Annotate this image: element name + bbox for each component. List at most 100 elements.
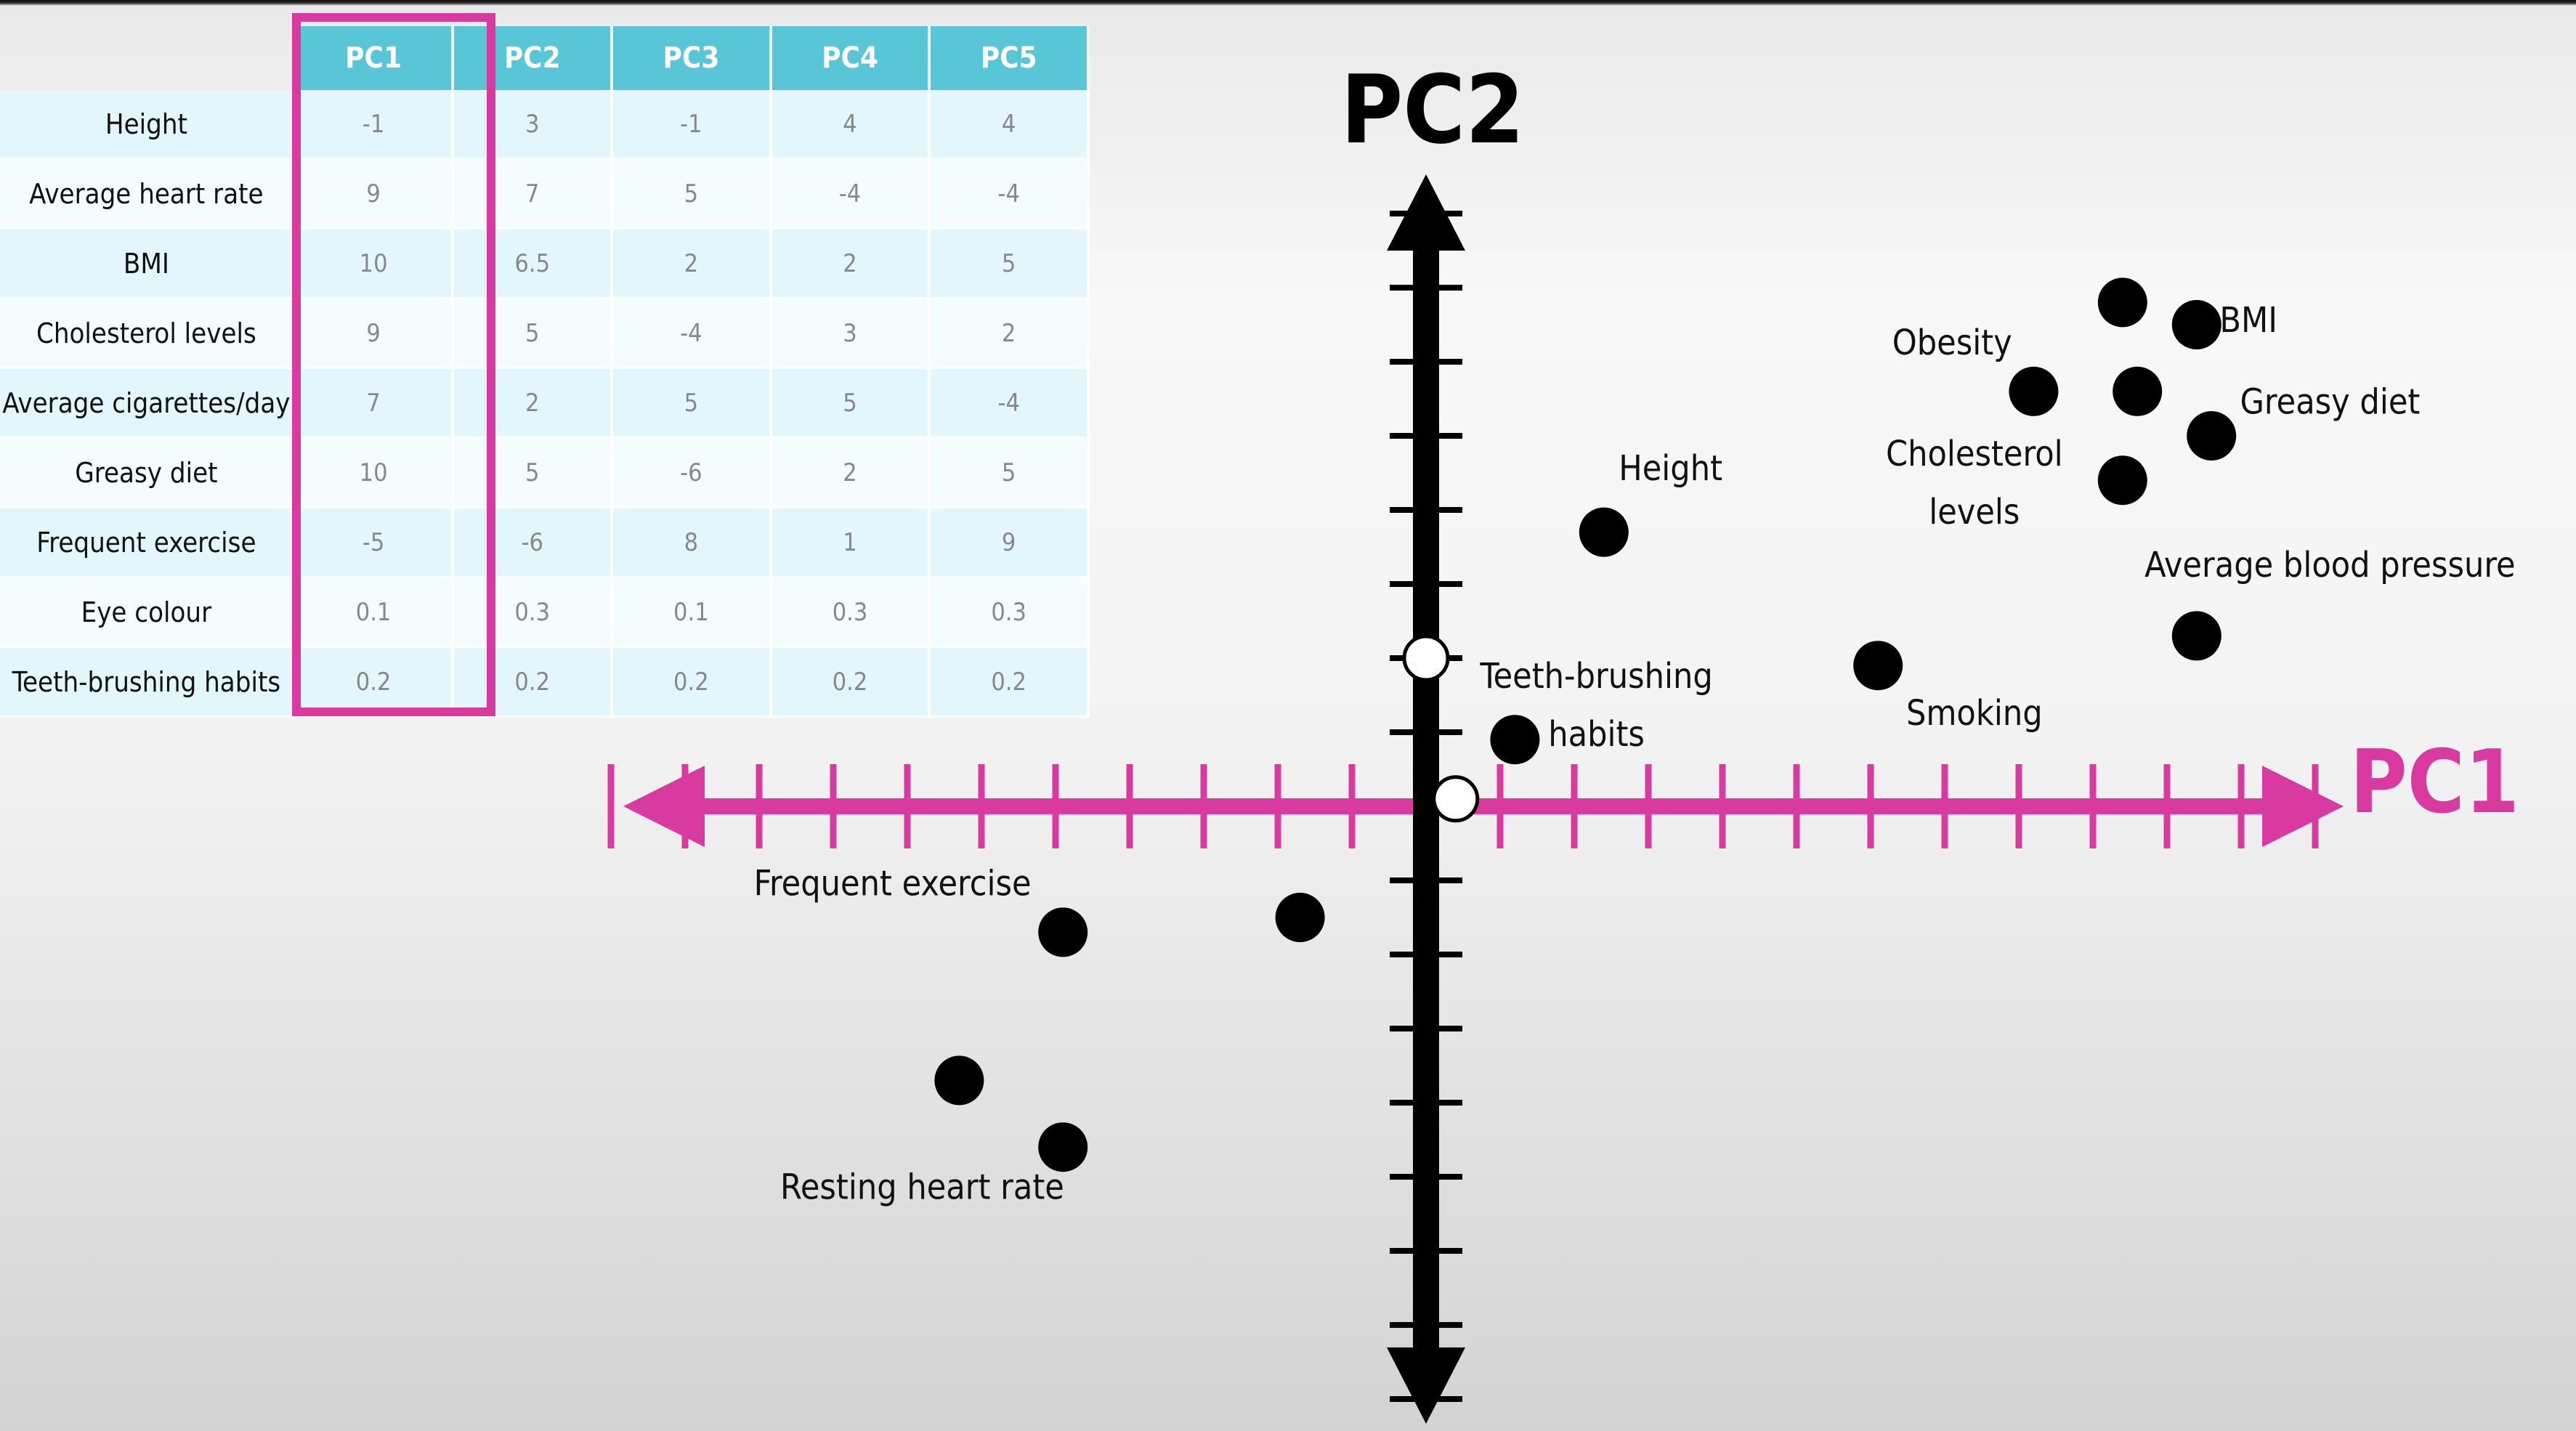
data-point <box>1490 715 1540 765</box>
table-cell: -4 <box>931 160 1090 230</box>
data-points <box>934 277 2237 1172</box>
data-point <box>1038 907 1088 957</box>
table-row: Height -1 3 -1 4 4 <box>0 90 1090 160</box>
point-label-line: Cholesterol <box>1886 434 2063 474</box>
data-point <box>934 1055 984 1106</box>
table-cell: 9 <box>295 299 455 369</box>
pc2-axis <box>1387 174 1465 1424</box>
table-row: BMI 10 6.5 2 2 5 <box>0 230 1090 299</box>
pc1-axis-title: PC1 <box>2350 732 2519 833</box>
table-cell: 8 <box>613 508 772 578</box>
data-point <box>1579 507 1629 557</box>
loadings-table: PC1 PC2 PC3 PC4 PC5 Height -1 3 -1 4 4 A… <box>0 26 1090 718</box>
table-row: Frequent exercise -5 -6 8 1 9 <box>0 508 1090 578</box>
column-header-pc5: PC5 <box>931 26 1090 90</box>
point-label-line: Average blood pressure <box>2144 545 2515 585</box>
point-label-line: habits <box>1548 714 1645 755</box>
point-label-line: Resting heart rate <box>780 1167 1064 1208</box>
pc2-axis-arrow-bottom <box>1387 1347 1465 1424</box>
row-label: BMI <box>0 230 296 299</box>
pc2-axis-title: PC2 <box>1341 54 1525 165</box>
table-row: Greasy diet 10 5 -6 2 5 <box>0 439 1090 508</box>
table-cell: 3 <box>771 299 931 369</box>
table-cell: 7 <box>454 160 614 230</box>
row-label: Frequent exercise <box>0 508 296 578</box>
point-label-line: Smoking <box>1906 693 2043 734</box>
point-label: Height <box>1619 448 1722 489</box>
table-cell: 0.2 <box>295 648 455 718</box>
table-cell: -5 <box>295 508 455 578</box>
table-row: Eye colour 0.1 0.3 0.1 0.3 0.3 <box>0 578 1090 648</box>
table-cell: 0.2 <box>931 648 1090 718</box>
data-point <box>2009 366 2059 416</box>
point-label-line: Greasy diet <box>2240 381 2420 422</box>
point-label-line: BMI <box>2219 300 2277 341</box>
table-cell: 9 <box>931 508 1090 578</box>
data-point <box>2097 455 2147 506</box>
table-cell: 10 <box>295 230 455 299</box>
data-point <box>1275 893 1325 942</box>
data-point <box>2113 366 2163 416</box>
point-label: Smoking <box>1906 693 2043 734</box>
column-header-pc2: PC2 <box>454 26 614 90</box>
point-label: Greasy diet <box>2240 381 2420 422</box>
table-cell: 7 <box>295 369 455 439</box>
point-label-line: levels <box>1929 492 2020 532</box>
point-label-line: Frequent exercise <box>754 863 1032 904</box>
table-cell: -4 <box>771 160 931 230</box>
row-label: Teeth-brushing habits <box>0 648 296 718</box>
data-point <box>1038 1122 1088 1172</box>
row-label: Eye colour <box>0 578 296 648</box>
table-cell: 9 <box>295 160 455 230</box>
point-label: Average blood pressure <box>2144 545 2515 585</box>
table-cell: 0.3 <box>931 578 1090 648</box>
data-point <box>2187 411 2237 461</box>
table-cell: 4 <box>931 90 1090 160</box>
table-row: Average heart rate 9 7 5 -4 -4 <box>0 160 1090 230</box>
column-header-pc4: PC4 <box>771 26 931 90</box>
pc2-axis-ticks <box>1390 211 1462 1402</box>
table-cell: -4 <box>613 299 772 369</box>
table-cell: 2 <box>454 369 614 439</box>
row-label: Height <box>0 90 296 160</box>
table-row: Teeth-brushing habits 0.2 0.2 0.2 0.2 0.… <box>0 648 1090 718</box>
pc1-axis-ticks <box>607 764 2319 848</box>
table-header-row: PC1 PC2 PC3 PC4 PC5 <box>0 26 1090 90</box>
table-cell: 2 <box>771 230 931 299</box>
point-label: Frequent exercise <box>754 863 1032 904</box>
table-cell: 0.2 <box>771 648 931 718</box>
row-label: Cholesterol levels <box>0 299 296 369</box>
column-header-pc3: PC3 <box>613 26 772 90</box>
point-label-line: Obesity <box>1892 323 2012 363</box>
table-cell: 5 <box>931 439 1090 508</box>
table-cell: 10 <box>295 439 455 508</box>
table-cell: 2 <box>931 299 1090 369</box>
point-label-line: Teeth-brushing <box>1479 656 1712 697</box>
point-label: Resting heart rate <box>780 1167 1064 1208</box>
data-point <box>2097 277 2147 328</box>
table-cell: 0.3 <box>454 578 614 648</box>
table-cell: 2 <box>613 230 772 299</box>
table-cell: 5 <box>613 369 772 439</box>
table-cell: -6 <box>454 508 614 578</box>
table-cell: 0.2 <box>613 648 772 718</box>
point-label: Cholesterol levels <box>1886 434 2063 532</box>
data-point <box>1432 775 1480 823</box>
table-cell: 2 <box>771 439 931 508</box>
table-cell: 5 <box>454 439 614 508</box>
table-cell: 0.1 <box>613 578 772 648</box>
table-cell: 0.1 <box>295 578 455 648</box>
column-header-pc1: PC1 <box>295 26 455 90</box>
pc1-axis-arrow-left <box>623 766 705 847</box>
table-cell: -1 <box>295 90 455 160</box>
table-row: Cholesterol levels 9 5 -4 3 2 <box>0 299 1090 369</box>
table-cell: 5 <box>771 369 931 439</box>
table-cell: 0.2 <box>454 648 614 718</box>
point-label-line: Height <box>1619 448 1722 489</box>
table-cell: -4 <box>931 369 1090 439</box>
table-cell: 5 <box>613 160 772 230</box>
row-label: Greasy diet <box>0 439 296 508</box>
row-label: Average heart rate <box>0 160 296 230</box>
